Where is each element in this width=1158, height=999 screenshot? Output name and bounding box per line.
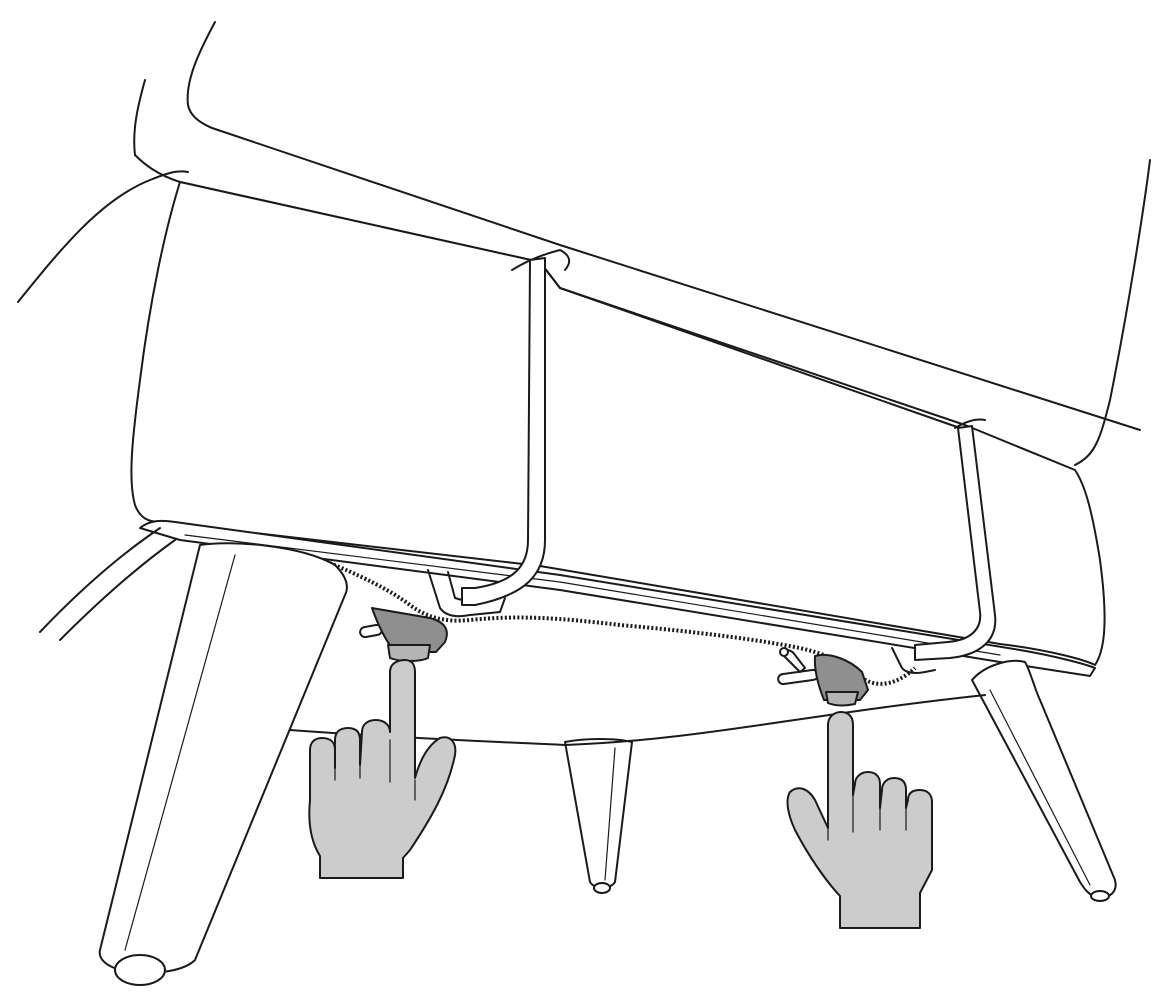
chair-leg-back-center [564,738,633,894]
chair-left-edge-inner [59,539,176,641]
release-lever-left [359,607,448,662]
chair-leg-front-left [98,542,348,986]
pointing-hand-icon [786,711,933,929]
recline-handle-bar-left [427,257,546,618]
pointing-hand-icon [308,659,457,879]
chair-backrest [133,21,1151,466]
chair-leg-front-right [971,660,1117,902]
recline-handle-bar-right [891,425,997,674]
release-lever-right [777,647,869,707]
chair-left-edge [39,527,161,633]
